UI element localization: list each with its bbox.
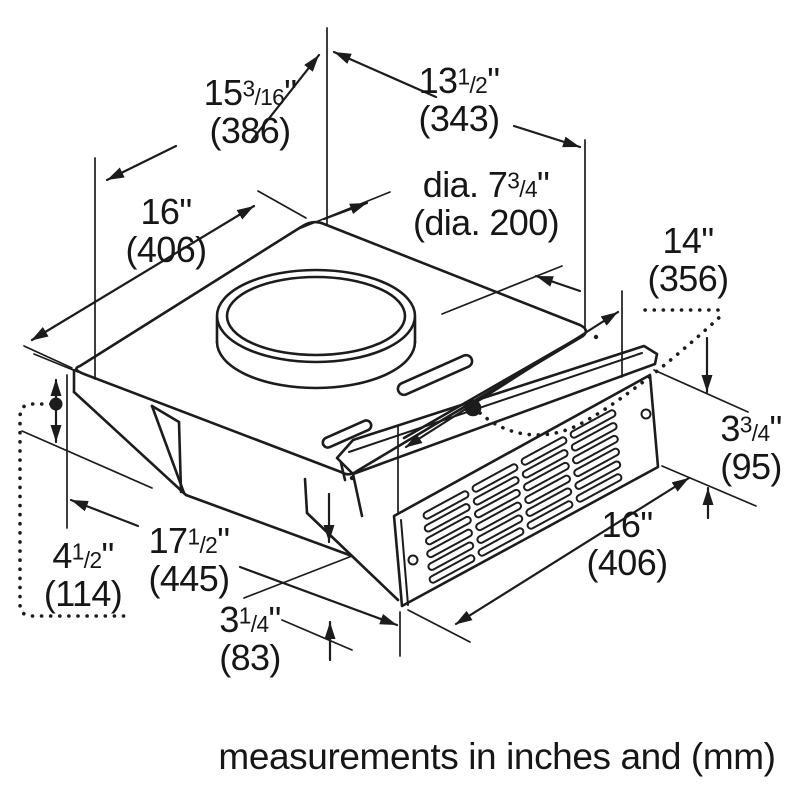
arrow-1312-right [512, 124, 582, 149]
dim-label-grille-height: 33/4" (95) [720, 408, 782, 487]
arrow-dia-upper [322, 201, 369, 221]
arrow-15316-right [250, 53, 321, 142]
dim-1712-a [69, 498, 140, 528]
arrow-15316-left [105, 144, 178, 182]
dim-1712-b [238, 565, 399, 627]
dim-label-bottom-recess: 31/4" (83) [219, 599, 281, 678]
dim-label-rear-offset: 41/2" (114) [43, 535, 123, 614]
dim-16-bottom [454, 476, 691, 626]
screw-hole [640, 408, 652, 420]
dim-depth [404, 310, 620, 449]
duct-collar [215, 268, 417, 390]
chassis [72, 368, 400, 602]
arrow-dia-lower [534, 274, 582, 293]
units-caption: measurements in inches and (mm) [218, 736, 776, 777]
arrow-1312-left [332, 50, 438, 99]
dim-label-top-left-offset: 153/16" (386) [203, 72, 297, 151]
dim-label-top-width: 16" (406) [125, 191, 207, 270]
dim-label-top-right-offset: 131/2" (343) [418, 60, 500, 139]
dim-label-depth: 14" (356) [647, 220, 729, 299]
dimension-lines [18, 27, 757, 662]
damper-swing-dotted [478, 311, 726, 437]
dim-16-top [30, 204, 256, 342]
deck-slot-small [321, 419, 373, 449]
dim-label-grille-width: 16" (406) [586, 504, 668, 583]
dim-label-body-depth: 171/2" (445) [148, 520, 230, 599]
screw-hole [407, 554, 419, 566]
dim-label-duct-diameter: dia. 73/4" (dia. 200) [412, 164, 560, 243]
